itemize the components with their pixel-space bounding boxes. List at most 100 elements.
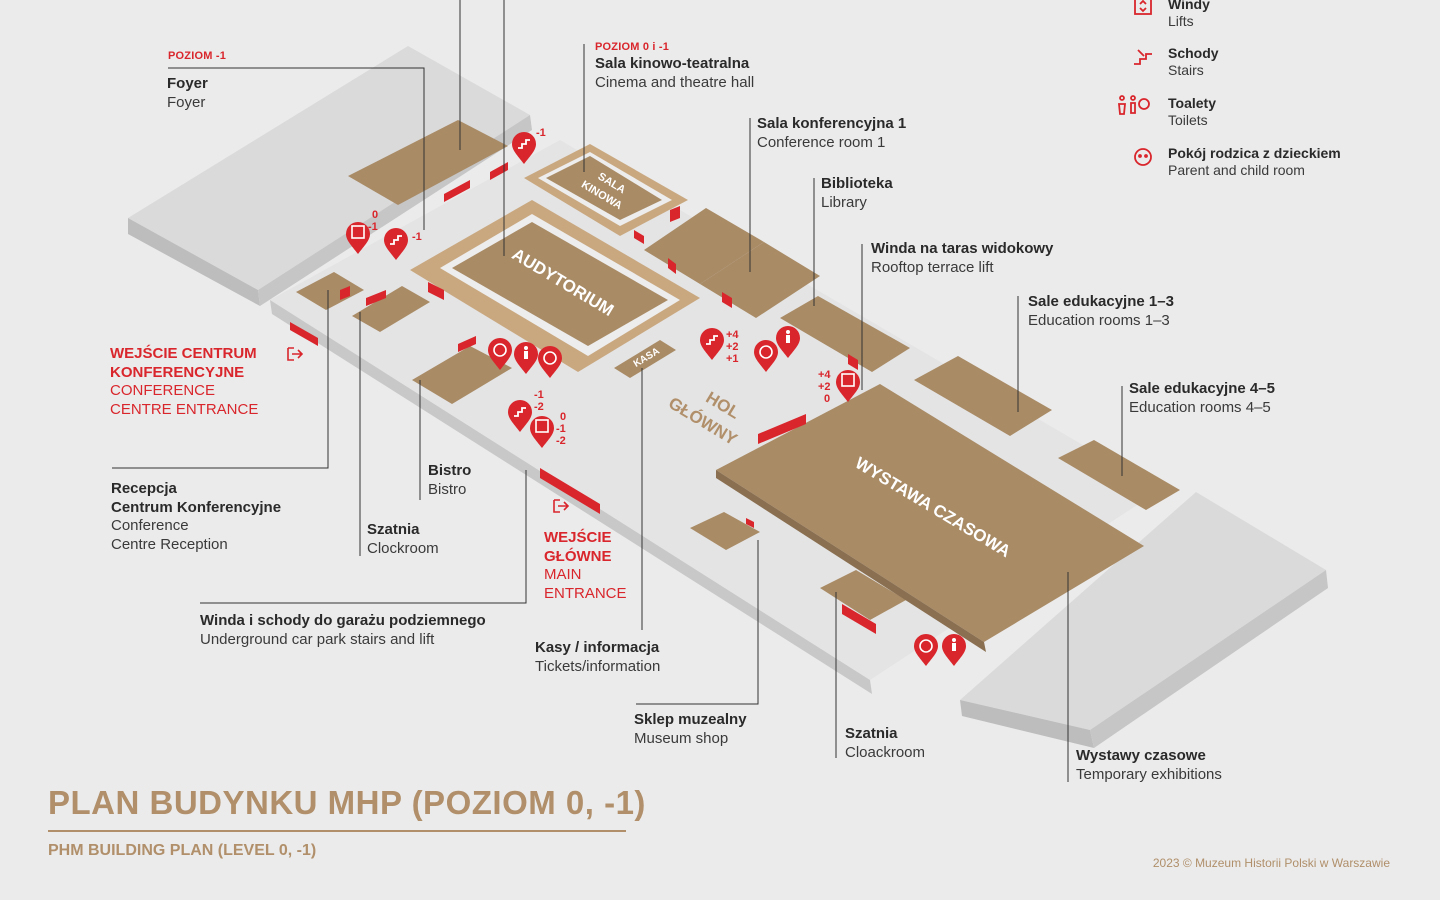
- label-education-1-3: Sale edukacyjne 1–3 Education rooms 1–3: [1028, 293, 1174, 330]
- legend-baby-icon: [1134, 148, 1152, 166]
- main-entrance-en2: ENTRANCE: [544, 584, 627, 602]
- legend-stairs-icon: [1134, 49, 1152, 65]
- exhibition-block: WYSTAWA CZASOWA: [716, 384, 1144, 652]
- conf-entrance-pl1: WEJŚCIE CENTRUM: [110, 345, 257, 362]
- bistro-pl: Bistro: [428, 462, 472, 479]
- label-bistro: Bistro Bistro: [428, 462, 471, 499]
- conference1-pl: Sala konferencyjna 1: [757, 115, 907, 132]
- legend-lift-icon: [1134, 0, 1152, 15]
- lift-left-level-0: 0: [372, 209, 378, 221]
- toilets-pin-3: [942, 634, 966, 666]
- label-foyer: Foyer Foyer: [167, 75, 208, 112]
- toilets-pin-2: [776, 326, 800, 358]
- conf-entrance-en2: CENTRE ENTRANCE: [110, 400, 259, 418]
- legend-toilets-icon: [1118, 95, 1150, 115]
- label-garage: Winda i schody do garażu podziemnego Und…: [200, 612, 486, 649]
- stairs-garage-level-0: -1: [534, 389, 544, 401]
- shop-pl: Sklep muzealny: [634, 711, 747, 728]
- legend-toilets: Toalety Toilets: [1168, 95, 1216, 129]
- baby-pin: [538, 346, 562, 378]
- accessible-pin-1: [488, 338, 512, 370]
- cinema-level: POZIOM 0 i -1: [595, 41, 670, 53]
- legend-parent-room-pl: Pokój rodzica z dzieckiem: [1168, 145, 1341, 161]
- reception-pl2: Centrum Konferencyjne: [111, 498, 282, 516]
- lift-pin-hall: [836, 370, 860, 402]
- label-conference-entrance: WEJŚCIE CENTRUM KONFERENCYJNE CONFERENCE…: [110, 345, 258, 419]
- legend-parent-room: Pokój rodzica z dzieckiem Parent and chi…: [1168, 145, 1341, 179]
- stairs-pin-garage: [508, 400, 532, 432]
- conf-entrance-pl2: KONFERENCYJNE: [110, 363, 245, 381]
- leader-lines: [112, 0, 1123, 782]
- label-library: Biblioteka Library: [821, 175, 893, 212]
- toilets-pin-1: [514, 342, 538, 374]
- foyer-en: Foyer: [167, 93, 206, 111]
- conference1-en: Conference room 1: [757, 133, 886, 151]
- foyer-pl: Foyer: [167, 75, 208, 92]
- cinema-block: SALA KINOWA: [524, 144, 688, 236]
- edu13-pl: Sale edukacyjne 1–3: [1028, 293, 1174, 310]
- lift-pin-garage: [530, 416, 554, 448]
- page-title: PLAN BUDYNKU MHP (POZIOM 0, -1): [48, 784, 646, 821]
- bistro-en: Bistro: [428, 480, 467, 498]
- pin-level-numbers: 0 -1 -1 -1 +4 +2 +1 +4 +2 0 -1 -2 0 -1 -…: [368, 127, 831, 447]
- label-museum-shop: Sklep muzealny Museum shop: [634, 711, 747, 748]
- right-wing-slab: [960, 492, 1328, 748]
- edu45-en: Education rooms 4–5: [1129, 398, 1271, 416]
- legend-lifts-en: Lifts: [1168, 13, 1194, 29]
- lift-left-level-1: -1: [368, 221, 378, 233]
- main-entrance-en1: MAIN: [544, 566, 582, 583]
- stairs-pin-cinema: [512, 132, 536, 164]
- label-education-4-5: Sale edukacyjne 4–5 Education rooms 4–5: [1129, 380, 1275, 417]
- edu45-pl: Sale edukacyjne 4–5: [1129, 380, 1275, 397]
- lift-hall-level-1: +2: [818, 381, 831, 393]
- left-wing-slab: [128, 46, 532, 306]
- lift-pin-left: [346, 222, 370, 254]
- library-pl: Biblioteka: [821, 175, 893, 192]
- page-subtitle: PHM BUILDING PLAN (LEVEL 0, -1): [48, 842, 317, 859]
- garage-en: Underground car park stairs and lift: [200, 630, 435, 648]
- temp-exhib-en: Temporary exhibitions: [1076, 765, 1222, 783]
- temp-exhib-pl: Wystawy czasowe: [1076, 747, 1206, 764]
- legend-toilets-pl: Toalety: [1168, 95, 1216, 111]
- main-entrance-pl2: GŁÓWNE: [544, 547, 612, 565]
- library-en: Library: [821, 193, 867, 211]
- tickets-pl: Kasy / informacja: [535, 639, 660, 656]
- auditorium-block: AUDYTORIUM: [410, 200, 700, 372]
- legend-lifts: Windy Lifts: [1168, 0, 1210, 30]
- lift-garage-level-0: 0: [560, 411, 566, 423]
- legend-toilets-en: Toilets: [1168, 112, 1208, 128]
- accessible-pin-2: [754, 340, 778, 372]
- lift-hall-level-0: +4: [818, 369, 831, 381]
- stairs-cinema-level: -1: [536, 127, 546, 139]
- label-cinema: Sala kinowo-teatralna Cinema and theatre…: [595, 55, 754, 92]
- entrance-accents: [290, 162, 876, 634]
- lift-garage-level-2: -2: [556, 435, 566, 447]
- label-tickets: Kasy / informacja Tickets/information: [535, 639, 660, 676]
- legend-parent-room-en: Parent and child room: [1168, 162, 1305, 178]
- accessible-pin-3: [914, 634, 938, 666]
- copyright-notice: 2023 © Muzeum Historii Polski w Warszawi…: [1152, 856, 1390, 870]
- reception-pl1: Recepcja: [111, 480, 177, 497]
- stairs-mid-level-1: +2: [726, 341, 739, 353]
- label-rooftop-lift: Winda na taras widokowy Rooftop terrace …: [871, 240, 1053, 277]
- conf-entrance-arrow-icon: [287, 347, 304, 361]
- clockroom-pl: Szatnia: [367, 521, 420, 538]
- edu13-en: Education rooms 1–3: [1028, 311, 1170, 329]
- lift-garage-level-1: -1: [556, 423, 566, 435]
- label-temporary-exhibitions: Wystawy czasowe Temporary exhibitions: [1076, 747, 1222, 784]
- cinema-pl: Sala kinowo-teatralna: [595, 55, 750, 72]
- label-clockroom: Szatnia Clockroom: [367, 521, 439, 558]
- legend-lifts-pl: Windy: [1168, 0, 1210, 12]
- map-pins: [346, 132, 966, 666]
- conf-entrance-en1: CONFERENCE: [110, 382, 216, 399]
- stairs-left-level: -1: [412, 231, 422, 243]
- reception-en1: Conference: [111, 517, 189, 534]
- legend-stairs-pl: Schody: [1168, 45, 1219, 61]
- stairs-pin-left: [384, 228, 408, 260]
- title-divider: [48, 830, 626, 832]
- stairs-mid-level-2: +1: [726, 353, 739, 365]
- entrance-arrows: [287, 347, 570, 513]
- legend-stairs-en: Stairs: [1168, 62, 1204, 78]
